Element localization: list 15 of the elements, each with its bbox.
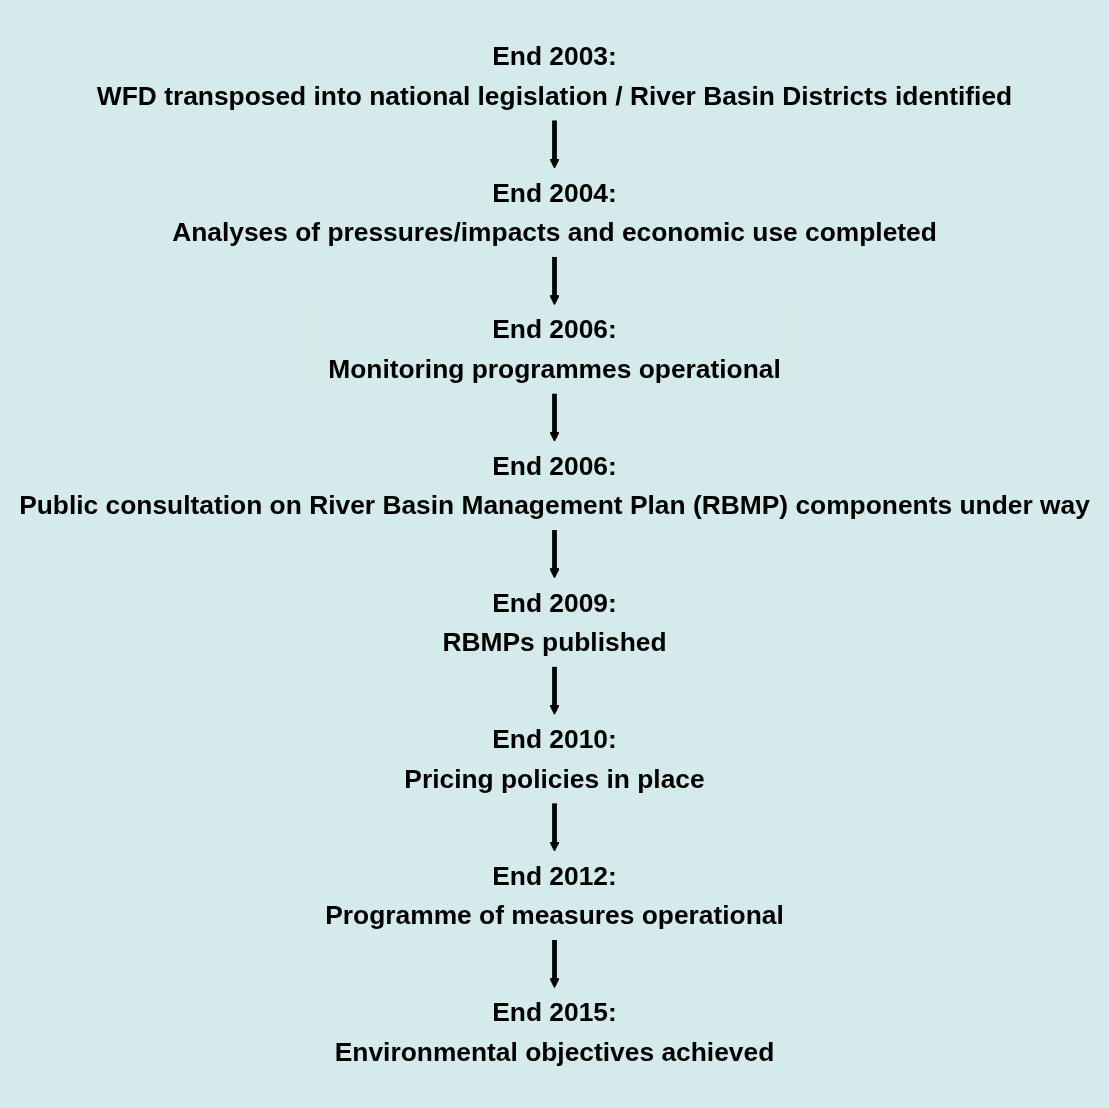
node-text: End 2006: Monitoring programmes operational	[328, 314, 781, 384]
arrow	[549, 939, 560, 989]
arrow	[549, 803, 560, 852]
node-text: End 2012: Programme of measures operational	[325, 860, 784, 931]
arrow	[549, 256, 560, 306]
node-text: End 2010: Pricing policies in place	[404, 724, 705, 794]
arrow	[549, 666, 560, 716]
arrow	[549, 530, 560, 579]
node-text: End 2006: Public consultation on River Basin Management Plan (RBMP) components under way	[19, 450, 1090, 521]
arrow	[549, 393, 560, 442]
node-text: End 2004: Analyses of pressures/impacts and economic use completed	[172, 177, 937, 248]
node-text: End 2009: RBMPs published	[442, 587, 667, 658]
arrow	[549, 120, 560, 169]
node-text: End 2003: WFD transposed into national legislation / River Basin Districts identified	[96, 41, 1013, 111]
node-text: End 2015: Environmental objectives achieved	[334, 997, 775, 1067]
